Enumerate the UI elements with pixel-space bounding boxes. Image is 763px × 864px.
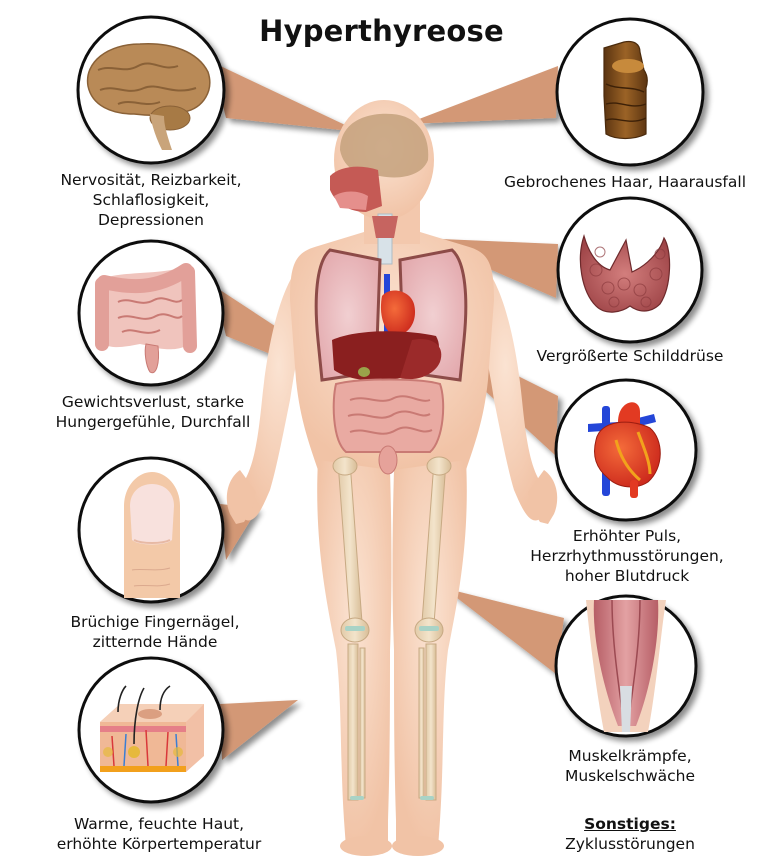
heart-icon <box>588 402 661 498</box>
pointer-skin <box>220 700 298 760</box>
head-brain <box>340 113 429 178</box>
muscle-icon <box>586 599 666 732</box>
hair-icon <box>603 40 648 140</box>
fingernail-icon <box>124 472 180 598</box>
caption-line: Warme, feuchte Haut, <box>73 815 245 833</box>
caption-line: Nervosität, Reizbarkeit, <box>60 171 242 189</box>
caption-line: Gewichtsverlust, starke <box>61 393 245 411</box>
pointer-muscle <box>444 588 564 674</box>
caption-line: Vergrößerte Schilddrüse <box>536 347 724 365</box>
caption-line: Schlaflosigkeit, <box>92 191 210 209</box>
human-body <box>226 100 558 856</box>
caption-line: Hungergefühle, Durchfall <box>55 413 251 431</box>
caption-nail: Brüchige Fingernägel, zitternde Hände <box>30 612 280 652</box>
caption-muscle: Muskelkrämpfe, Muskelschwäche <box>520 746 740 786</box>
caption-line: hoher Blutdruck <box>564 567 690 585</box>
brain-icon <box>86 43 211 150</box>
caption-line: Gebrochenes Haar, Haarausfall <box>503 173 746 191</box>
caption-line: Muskelkrämpfe, <box>568 747 692 765</box>
skin-icon <box>100 685 204 772</box>
caption-skin: Warme, feuchte Haut, erhöhte Körpertempe… <box>14 814 304 854</box>
caption-line: Brüchige Fingernägel, <box>70 613 240 631</box>
caption-line: Erhöhter Puls, <box>572 527 682 545</box>
caption-heart: Erhöhter Puls, Herzrhythmusstörungen, ho… <box>496 526 758 586</box>
misc-heading: Sonstiges: <box>584 815 676 833</box>
caption-intestine: Gewichtsverlust, starke Hungergefühle, D… <box>22 392 284 432</box>
pointer-brain <box>212 62 360 132</box>
thyroid-icon <box>579 233 671 313</box>
misc-section: Sonstiges: Zyklusstörungen <box>520 814 740 854</box>
caption-line: zitternde Hände <box>92 633 218 651</box>
page-title: Hyperthyreose <box>259 14 504 48</box>
caption-brain: Nervosität, Reizbarkeit, Schlaflosigkeit… <box>20 170 282 230</box>
caption-hair: Gebrochenes Haar, Haarausfall <box>486 172 763 192</box>
caption-thyroid: Vergrößerte Schilddrüse <box>506 346 754 366</box>
caption-line: Muskelschwäche <box>564 767 696 785</box>
pointer-hair <box>406 66 558 124</box>
caption-line: Depressionen <box>97 211 204 229</box>
intestine-icon <box>95 263 197 374</box>
caption-line: Herzrhythmusstörungen, <box>530 547 724 565</box>
misc-text: Zyklusstörungen <box>565 835 695 853</box>
caption-line: erhöhte Körpertemperatur <box>56 835 262 853</box>
